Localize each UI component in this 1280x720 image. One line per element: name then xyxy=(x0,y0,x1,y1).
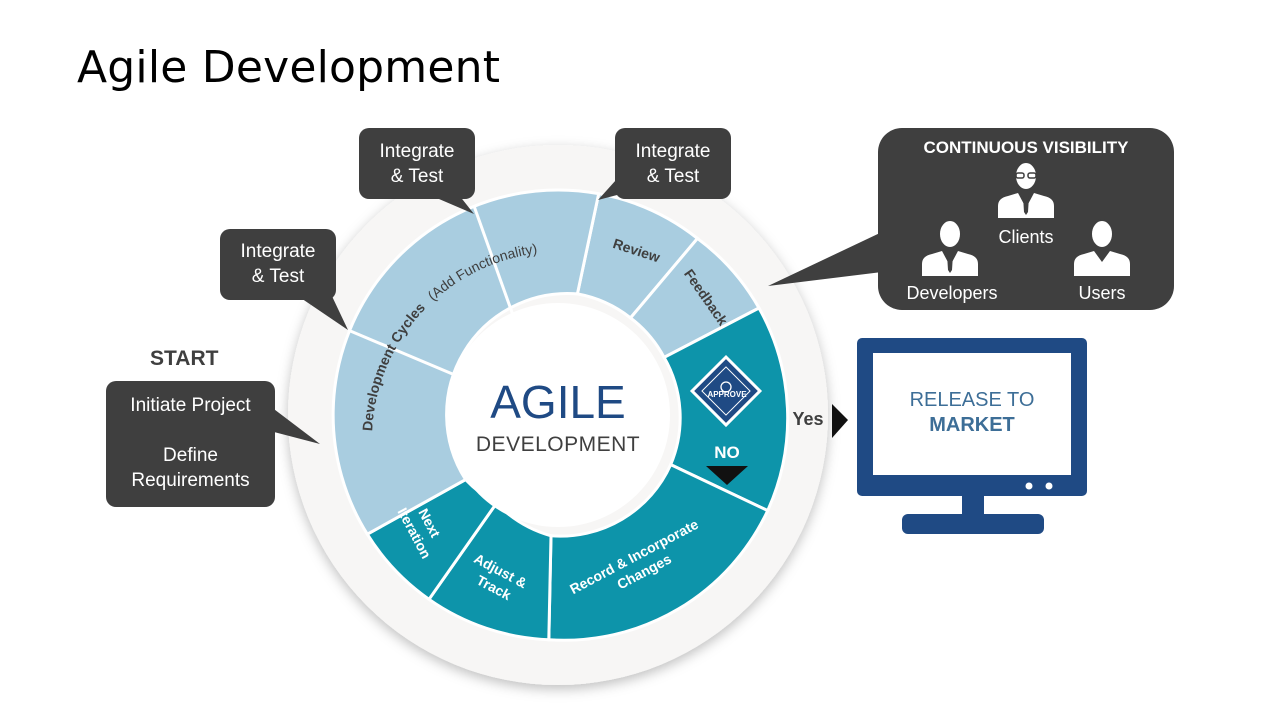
integrate-test-bubble-middle: Integrate & Test xyxy=(359,128,475,199)
monitor-line1: RELEASE TO xyxy=(909,389,1035,411)
approve-diamond: APPROVE xyxy=(689,354,763,428)
visibility-title: CONTINUOUS VISIBILITY xyxy=(923,138,1129,157)
clients-person-icon xyxy=(998,161,1054,218)
page-title: Agile Development xyxy=(77,42,501,93)
start-line2: Define xyxy=(163,445,218,466)
no-arrow xyxy=(706,466,748,485)
release-to-market-text: RELEASE TO MARKET xyxy=(872,388,1072,438)
bubble-tail-visibility xyxy=(768,232,882,286)
center-subtitle: DEVELOPMENT xyxy=(476,433,640,456)
yes-label: Yes xyxy=(792,409,823,429)
developers-person-icon xyxy=(922,219,978,276)
bubble-tail-start xyxy=(262,400,320,444)
yes-arrow xyxy=(832,404,848,438)
continuous-visibility-box: CONTINUOUS VISIBILITY Clients Developers… xyxy=(878,128,1174,310)
users-person-icon xyxy=(1074,219,1130,276)
center-title: AGILE xyxy=(490,376,626,428)
start-line3: Requirements xyxy=(131,470,250,491)
segment-record-changes xyxy=(547,462,770,642)
monitor-line2: MARKET xyxy=(929,414,1015,436)
bubble-tail-left-top xyxy=(292,292,348,330)
no-label: NO xyxy=(714,443,740,462)
wheel-center xyxy=(446,303,670,527)
start-spacer xyxy=(106,418,275,443)
integrate-test-bubble-left: Integrate & Test xyxy=(220,229,336,300)
users-label: Users xyxy=(1078,283,1126,303)
start-bubble: Initiate Project Define Requirements xyxy=(106,381,275,507)
monitor-icon xyxy=(857,338,1087,534)
developers-label: Developers xyxy=(906,283,998,303)
start-label: START xyxy=(150,347,219,370)
start-line1: Initiate Project xyxy=(130,395,251,416)
clients-label: Clients xyxy=(998,227,1054,247)
integrate-test-bubble-right: Integrate & Test xyxy=(615,128,731,199)
approve-label: APPROVE xyxy=(707,390,747,399)
